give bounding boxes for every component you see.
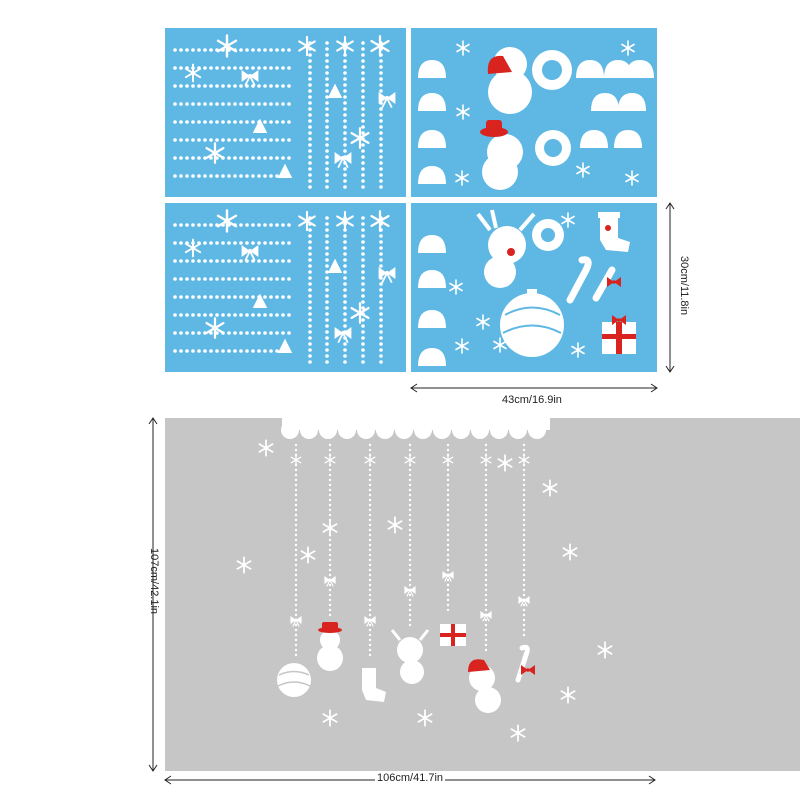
snowflake-icon bbox=[350, 302, 370, 324]
ornament-ball-icon bbox=[500, 289, 564, 357]
snowflake-icon bbox=[298, 35, 316, 57]
snowflake-icon bbox=[497, 454, 513, 472]
bow-icon bbox=[377, 266, 397, 284]
window-scene bbox=[165, 418, 800, 771]
bow-icon bbox=[377, 91, 397, 109]
snowflake-icon bbox=[216, 209, 238, 233]
stocking-icon bbox=[362, 668, 386, 702]
snowflake-icon bbox=[205, 317, 225, 339]
snowflake-icon bbox=[510, 724, 526, 742]
candy-cane-icon bbox=[566, 256, 621, 304]
sheet-width-label: 43cm/16.9in bbox=[502, 394, 562, 406]
snowflake-icon bbox=[236, 556, 252, 574]
snowflake-icon bbox=[480, 453, 492, 467]
sheet-bottom-left-decals bbox=[173, 209, 397, 364]
snowman-icon bbox=[468, 659, 501, 713]
snowflake-icon bbox=[597, 641, 613, 659]
reindeer-icon bbox=[390, 629, 430, 684]
snowflake-icon bbox=[364, 453, 376, 467]
snowflake-icon bbox=[562, 543, 578, 561]
snowflake-icon bbox=[298, 210, 316, 232]
sheet-top-right-decals bbox=[418, 40, 654, 190]
snowflake-icon bbox=[322, 709, 338, 727]
snowflake-icon bbox=[560, 686, 576, 704]
snowflake-icon bbox=[290, 453, 302, 467]
ornament-icon bbox=[277, 163, 293, 178]
sheet-height-label: 30cm/11.8in bbox=[678, 256, 690, 316]
ornament-icon bbox=[327, 258, 343, 273]
bow-icon bbox=[240, 69, 260, 87]
reindeer-icon bbox=[476, 209, 536, 288]
candy-cane-icon bbox=[515, 644, 535, 683]
bow-icon bbox=[240, 244, 260, 262]
snowflake-icon bbox=[300, 546, 316, 564]
bow-icon bbox=[333, 151, 353, 169]
snowman-icon bbox=[317, 622, 343, 671]
snowflake-icon bbox=[370, 35, 390, 57]
stocking-icon bbox=[598, 212, 630, 252]
sheet-top-right bbox=[411, 28, 657, 197]
snowflake-icon bbox=[417, 709, 433, 727]
snowflake-icon bbox=[542, 479, 558, 497]
scene-decals bbox=[236, 439, 613, 742]
snowflake-icon bbox=[216, 34, 238, 58]
snowflake-icon bbox=[350, 127, 370, 149]
ornament-icon bbox=[277, 338, 293, 353]
snowflake-icon bbox=[205, 142, 225, 164]
snowflake-icon bbox=[387, 516, 403, 534]
dimension-lines bbox=[148, 202, 675, 785]
sheet-top-left-decals bbox=[173, 34, 397, 189]
scene-width-label: 106cm/41.7in bbox=[375, 772, 446, 784]
bow-icon bbox=[333, 326, 353, 344]
snowman-icon bbox=[480, 120, 523, 190]
snowflake-icon bbox=[518, 453, 530, 467]
ornament-icon bbox=[327, 83, 343, 98]
snowflake-icon bbox=[336, 210, 354, 232]
scene-figures bbox=[277, 418, 550, 713]
snowflake-icon bbox=[324, 453, 336, 467]
sheet-bottom-right-decals bbox=[418, 209, 636, 366]
gift-icon bbox=[602, 315, 636, 354]
snowflake-icon bbox=[336, 35, 354, 57]
snowflake-icon bbox=[370, 210, 390, 232]
snowman-icon bbox=[487, 47, 532, 114]
snowflake-icon bbox=[404, 453, 416, 467]
snowflake-icon bbox=[258, 439, 274, 457]
ornament-ball-icon bbox=[277, 663, 311, 697]
snowflake-icon bbox=[322, 519, 338, 537]
gift-icon bbox=[440, 624, 466, 646]
scene-height-label: 107cm/42.1in bbox=[148, 548, 160, 615]
snowflake-icon bbox=[442, 453, 454, 467]
